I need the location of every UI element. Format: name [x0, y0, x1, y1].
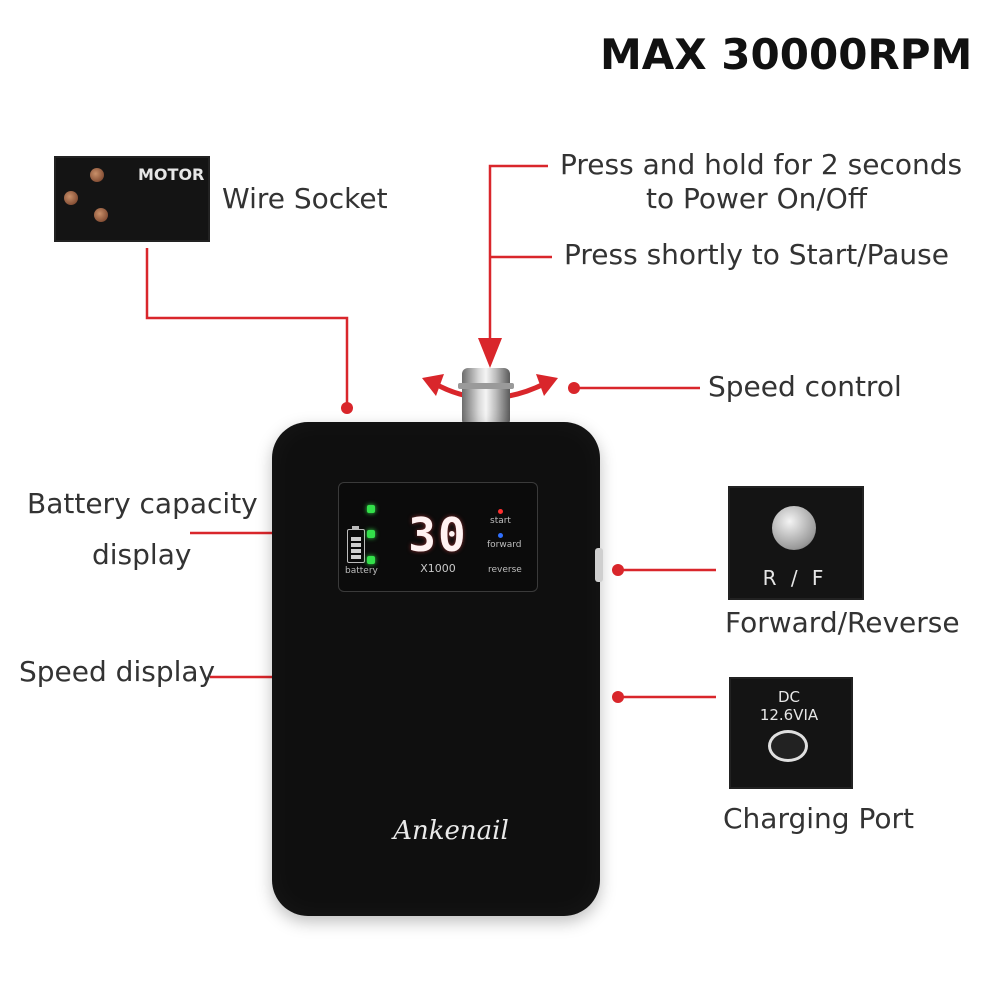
start-text: start [490, 516, 511, 526]
brand-logo: Ankenail [393, 816, 509, 846]
motor-text: MOTOR [138, 165, 205, 184]
rf-button [772, 506, 816, 550]
battery-led-3 [367, 556, 375, 564]
charging-port-photo [729, 677, 853, 789]
speed-knob[interactable] [462, 368, 510, 426]
battery-icon [347, 526, 365, 563]
speed-digits: 30 [408, 508, 468, 562]
socket-pin [94, 208, 108, 222]
battery-text: battery [345, 566, 378, 576]
battery-led-2 [367, 530, 375, 538]
wire-socket-dot [341, 402, 353, 414]
knob-ring [458, 383, 514, 389]
page-title: MAX 30000RPM [600, 30, 973, 79]
forward-reverse-dot [612, 564, 624, 576]
dc-port [768, 730, 808, 762]
charging-port-label: Charging Port [723, 802, 914, 835]
battery-label-line1: Battery capacity [27, 487, 258, 520]
power-label-line1: Press and hold for 2 seconds [560, 148, 963, 181]
socket-pin [64, 191, 78, 205]
speed-control-dot [568, 382, 580, 394]
motor-socket-photo [54, 156, 210, 242]
power-label-line2: to Power On/Off [646, 182, 868, 215]
dc-line-2: 12.6VIA [759, 706, 819, 724]
speed-control-label: Speed control [708, 370, 902, 403]
side-rf-button[interactable] [595, 548, 603, 582]
charging-dot [612, 691, 624, 703]
start-led [498, 509, 503, 514]
socket-pin [90, 168, 104, 182]
wire-socket-callout-line [145, 248, 349, 408]
speed-multiplier: X1000 [420, 562, 456, 575]
wire-socket-label: Wire Socket [222, 182, 388, 215]
battery-led-1 [367, 505, 375, 513]
dc-line-1: DC [777, 688, 801, 706]
start-pause-label: Press shortly to Start/Pause [564, 238, 949, 271]
press-arrow-icon [478, 338, 502, 368]
battery-label-line2: display [92, 538, 192, 571]
forward-reverse-label: Forward/Reverse [725, 606, 960, 639]
rf-text: R / F [762, 566, 828, 590]
dc-text: DC 12.6VIA [736, 688, 842, 724]
forward-led [498, 533, 503, 538]
power-callout-line [488, 164, 548, 340]
reverse-text: reverse [488, 565, 522, 575]
speed-display-label: Speed display [19, 655, 216, 688]
forward-text: forward [487, 540, 522, 550]
